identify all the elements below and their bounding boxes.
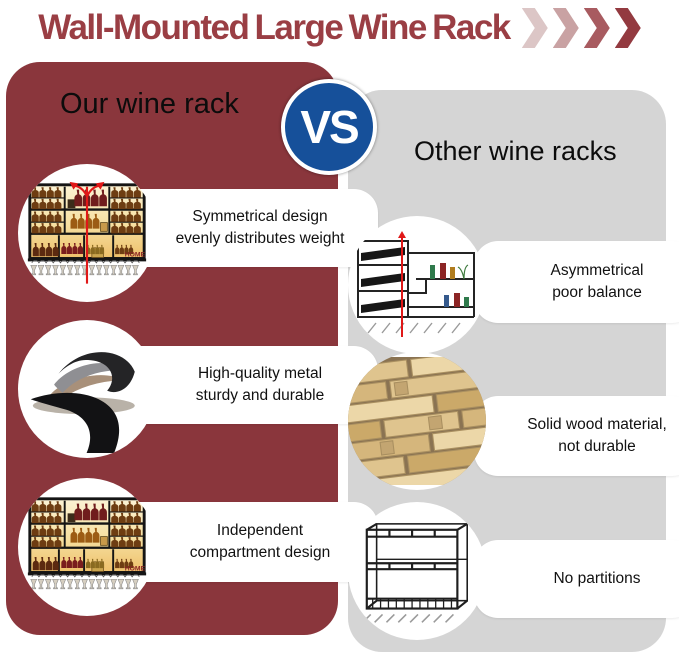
empty-metal-rack-image [348, 502, 486, 640]
title-bar: Wall-Mounted Large Wine Rack [0, 2, 679, 54]
drawback-text-line: not durable [558, 438, 636, 455]
other-panel-heading: Other wine racks [414, 136, 617, 166]
empty-metal-rack-icon [362, 522, 468, 623]
feature-text-line: sturdy and durable [195, 387, 325, 404]
symmetry-axis-arrow [75, 184, 99, 284]
chevron-right-icon [614, 8, 641, 48]
compartment-wine-rack-image [18, 478, 156, 616]
our-panel-heading: Our wine rack [60, 88, 239, 120]
feature-text-line: High-quality metal [197, 364, 323, 382]
drawback-bubble: Asymmetrical poor balance [474, 241, 679, 323]
feature-text-line: Independent [216, 521, 304, 539]
chevron-right-icon [552, 8, 579, 48]
vs-badge: VS [281, 79, 377, 175]
chevron-arrows [521, 8, 641, 48]
symmetrical-wine-rack-image [18, 164, 156, 302]
feature-text-line: evenly distributes weight [175, 230, 345, 247]
metal-sheets-image [18, 320, 156, 458]
drawback-text-line: No partitions [553, 569, 641, 587]
symmetrical-wine-rack-icon [24, 181, 150, 284]
wood-planks-icon [348, 357, 486, 485]
chevron-right-icon [521, 8, 548, 48]
our-product-panel: Our wine rack Symmetrical design evenly … [6, 62, 378, 635]
drawback-text-line: Solid wood material, [527, 415, 667, 433]
drawback-text-line: poor balance [552, 284, 642, 301]
other-products-panel: Other wine racks [348, 90, 679, 652]
wood-planks-image [348, 352, 486, 490]
page-title: Wall-Mounted Large Wine Rack [38, 8, 511, 47]
drawback-text-line: Asymmetrical [550, 261, 644, 279]
drawback-bubble: Solid wood material, not durable [474, 396, 679, 476]
asymmetrical-wine-rack-icon [357, 231, 475, 337]
chevron-right-icon [583, 8, 610, 48]
drawback-bubble: No partitions [474, 540, 679, 618]
feature-text-line: Symmetrical design [192, 207, 328, 225]
metal-sheets-icon [30, 352, 135, 453]
imbalance-axis-line [398, 231, 406, 337]
feature-bubble: High-quality metal sturdy and durable [110, 346, 378, 424]
asymmetrical-wine-rack-image [348, 216, 486, 354]
feature-text-line: compartment design [189, 544, 331, 561]
compartment-wine-rack-icon [24, 493, 150, 602]
